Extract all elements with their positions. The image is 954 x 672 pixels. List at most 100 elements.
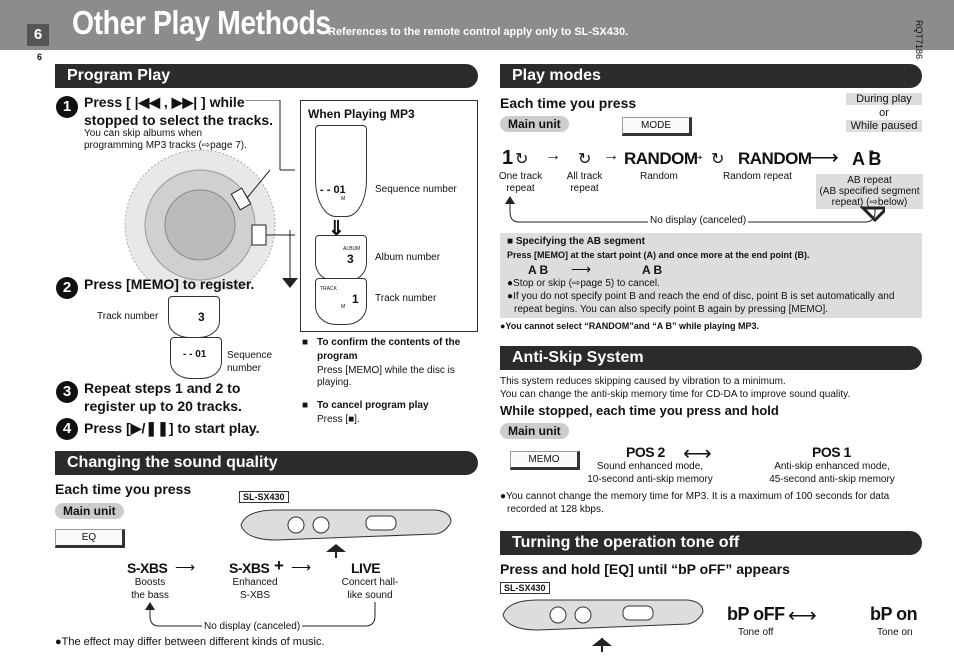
antiskip-main-unit-label: Main unit [500,423,569,439]
pos2-desc1: Sound enhanced mode, [596,461,704,472]
playmodes-each-time: Each time you press [500,95,637,111]
plus-icon: + [274,556,284,575]
antiskip-note1: ●You cannot change the memory time for M… [500,491,890,502]
tone-off-label: bP oFF [727,604,785,624]
step-2-lcd-track [168,296,220,338]
doc-code: RQT7186 [914,20,924,60]
lcd-small-album: ALBUM [343,246,361,252]
sound-mode-1-label: S-XBS [127,560,168,576]
page-title: Other Play Methods [72,4,331,41]
mode-3-desc1: Random [640,171,678,182]
arrow-right-icon-5: → [689,147,705,164]
step-1-note2: programming MP3 tracks (⇨page 7). [84,140,247,151]
player-illustration [124,149,295,290]
sound-no-display: No display (canceled) [202,621,303,632]
ab-segment-box [500,233,922,318]
ab-note2: ●If you do not specify point B and reach… [507,291,895,302]
ab-title: ■ Specifying the AB segment [507,236,645,247]
mode-button[interactable]: MODE [622,117,692,136]
mode-5-desc1: AB repeat [847,175,892,186]
sound-note: ●The effect may differ between different… [55,636,325,648]
lcd-small-track: TRACK [320,286,337,292]
sound-mode-3-desc1: Concert hall- [341,577,399,588]
remote-control-illustration-2 [502,599,704,652]
page-number-small: 6 [37,52,43,62]
double-arrow-icon-2: ⟷ [788,605,817,627]
arrow-right-icon-2: ⟶ [291,559,312,575]
mp3-box-title: When Playing MP3 [308,107,415,121]
page-subtitle: References to the remote control apply o… [328,26,629,38]
playmodes-no-display: No display (canceled) [648,215,749,226]
tone-on-label: bP on [870,604,918,624]
step-4-text: Press [▶/❚❚] to start play. [84,420,260,436]
pos1-label: POS 1 [812,444,851,460]
remote-control-illustration-1 [240,509,452,558]
confirm-title1: To confirm the contents of the [317,337,461,348]
step-3-icon: 3 [56,381,78,403]
seq-label: Sequence number [375,184,457,195]
memo-button[interactable]: MEMO [510,451,580,470]
tone-model-label: SL-SX430 [500,582,550,594]
arrow-right-icon-7: ⟶ [571,261,592,277]
antiskip-instr: While stopped, each time you press and h… [500,403,779,418]
mode-3-label: RANDOM [624,149,698,168]
eq-button[interactable]: EQ [55,529,125,548]
step-2-seq-label1: Sequence [227,350,273,361]
arrow-down-icon: ⇓ [328,218,345,240]
ab-note1: ●Stop or skip (⇨page 5) to cancel. [507,278,660,289]
sound-mode-1-desc1: Boosts [134,577,166,588]
section-play-modes: Play modes [500,64,922,88]
step-2-lcd-seq [170,337,222,379]
sound-mode-3-label: LIVE [351,560,381,576]
sound-mode-1-desc2: the bass [131,590,169,601]
mode-1-label: 1 [502,147,513,169]
ab-to: A B [642,263,663,277]
section-sound-quality: Changing the sound quality [55,451,478,475]
tone-on-desc: Tone on [877,627,913,638]
mode-4-desc1: Random repeat [723,171,792,182]
step-1-icon: 1 [56,96,78,118]
mode-4-label: RANDOM [738,149,812,168]
antiskip-line2: You can change the anti-skip memory time… [500,389,851,400]
step-2-text: Press [MEMO] to register. [84,276,255,292]
sound-mode-2-desc1: Enhanced [232,577,278,588]
repeat-icon-4: ↻ [868,147,880,163]
section-operation-tone: Turning the operation tone off [500,531,922,555]
step-4-icon: 4 [56,418,78,440]
pointer-lines [245,100,298,288]
mode-5-desc2: (AB specified segment [819,186,920,197]
mode-5-desc-box: AB repeat (AB specified segment repeat) … [816,174,923,209]
sound-model-label: SL-SX430 [239,491,289,503]
step-1-line1: Press [ |◀◀ , ▶▶| ] while [84,94,245,110]
pos2-label: POS 2 [626,444,665,460]
step-2-track-label: Track number [97,311,159,322]
arrow-right-icon-1: ⟶ [175,559,196,575]
mode-1-desc1: One track [498,171,543,182]
step-3-line2: register up to 20 tracks. [84,398,242,414]
section-anti-skip: Anti-Skip System [500,346,922,370]
mode-5-label: A B [852,149,881,169]
page-number: 6 [27,24,49,46]
step-2-icon: 2 [56,277,78,299]
confirm-text1: Press [MEMO] while the disc is [317,365,455,376]
section-program-play: Program Play [55,64,478,88]
ab-line1: Press [MEMO] at the start point (A) and … [507,250,810,260]
sound-mode-3-desc2: like sound [347,590,393,601]
during-or-label: or [879,107,889,119]
ab-from: A B [528,263,549,277]
track-label: Track number [375,293,437,304]
playmodes-cycle-arrow [505,196,885,223]
pos1-desc2: 45-second anti-skip memory [769,474,895,485]
antiskip-line1: This system reduces skipping caused by v… [500,376,786,387]
pos2-desc2: 10-second anti-skip memory [587,474,713,485]
step-3-line1: Repeat steps 1 and 2 to [84,380,241,396]
mode-2-desc1: All track [566,171,603,182]
playmodes-main-unit-label: Main unit [500,116,569,132]
sound-main-unit-label: Main unit [55,503,124,519]
confirm-text2: playing. [317,377,352,388]
step-2-seq-value: - - 01 [183,349,207,360]
sound-mode-2-desc2: S-XBS [239,590,270,601]
lcd-track-value: 1 [352,292,359,306]
bullet-1: ■ [302,337,309,348]
lcd-display-track [315,278,367,325]
